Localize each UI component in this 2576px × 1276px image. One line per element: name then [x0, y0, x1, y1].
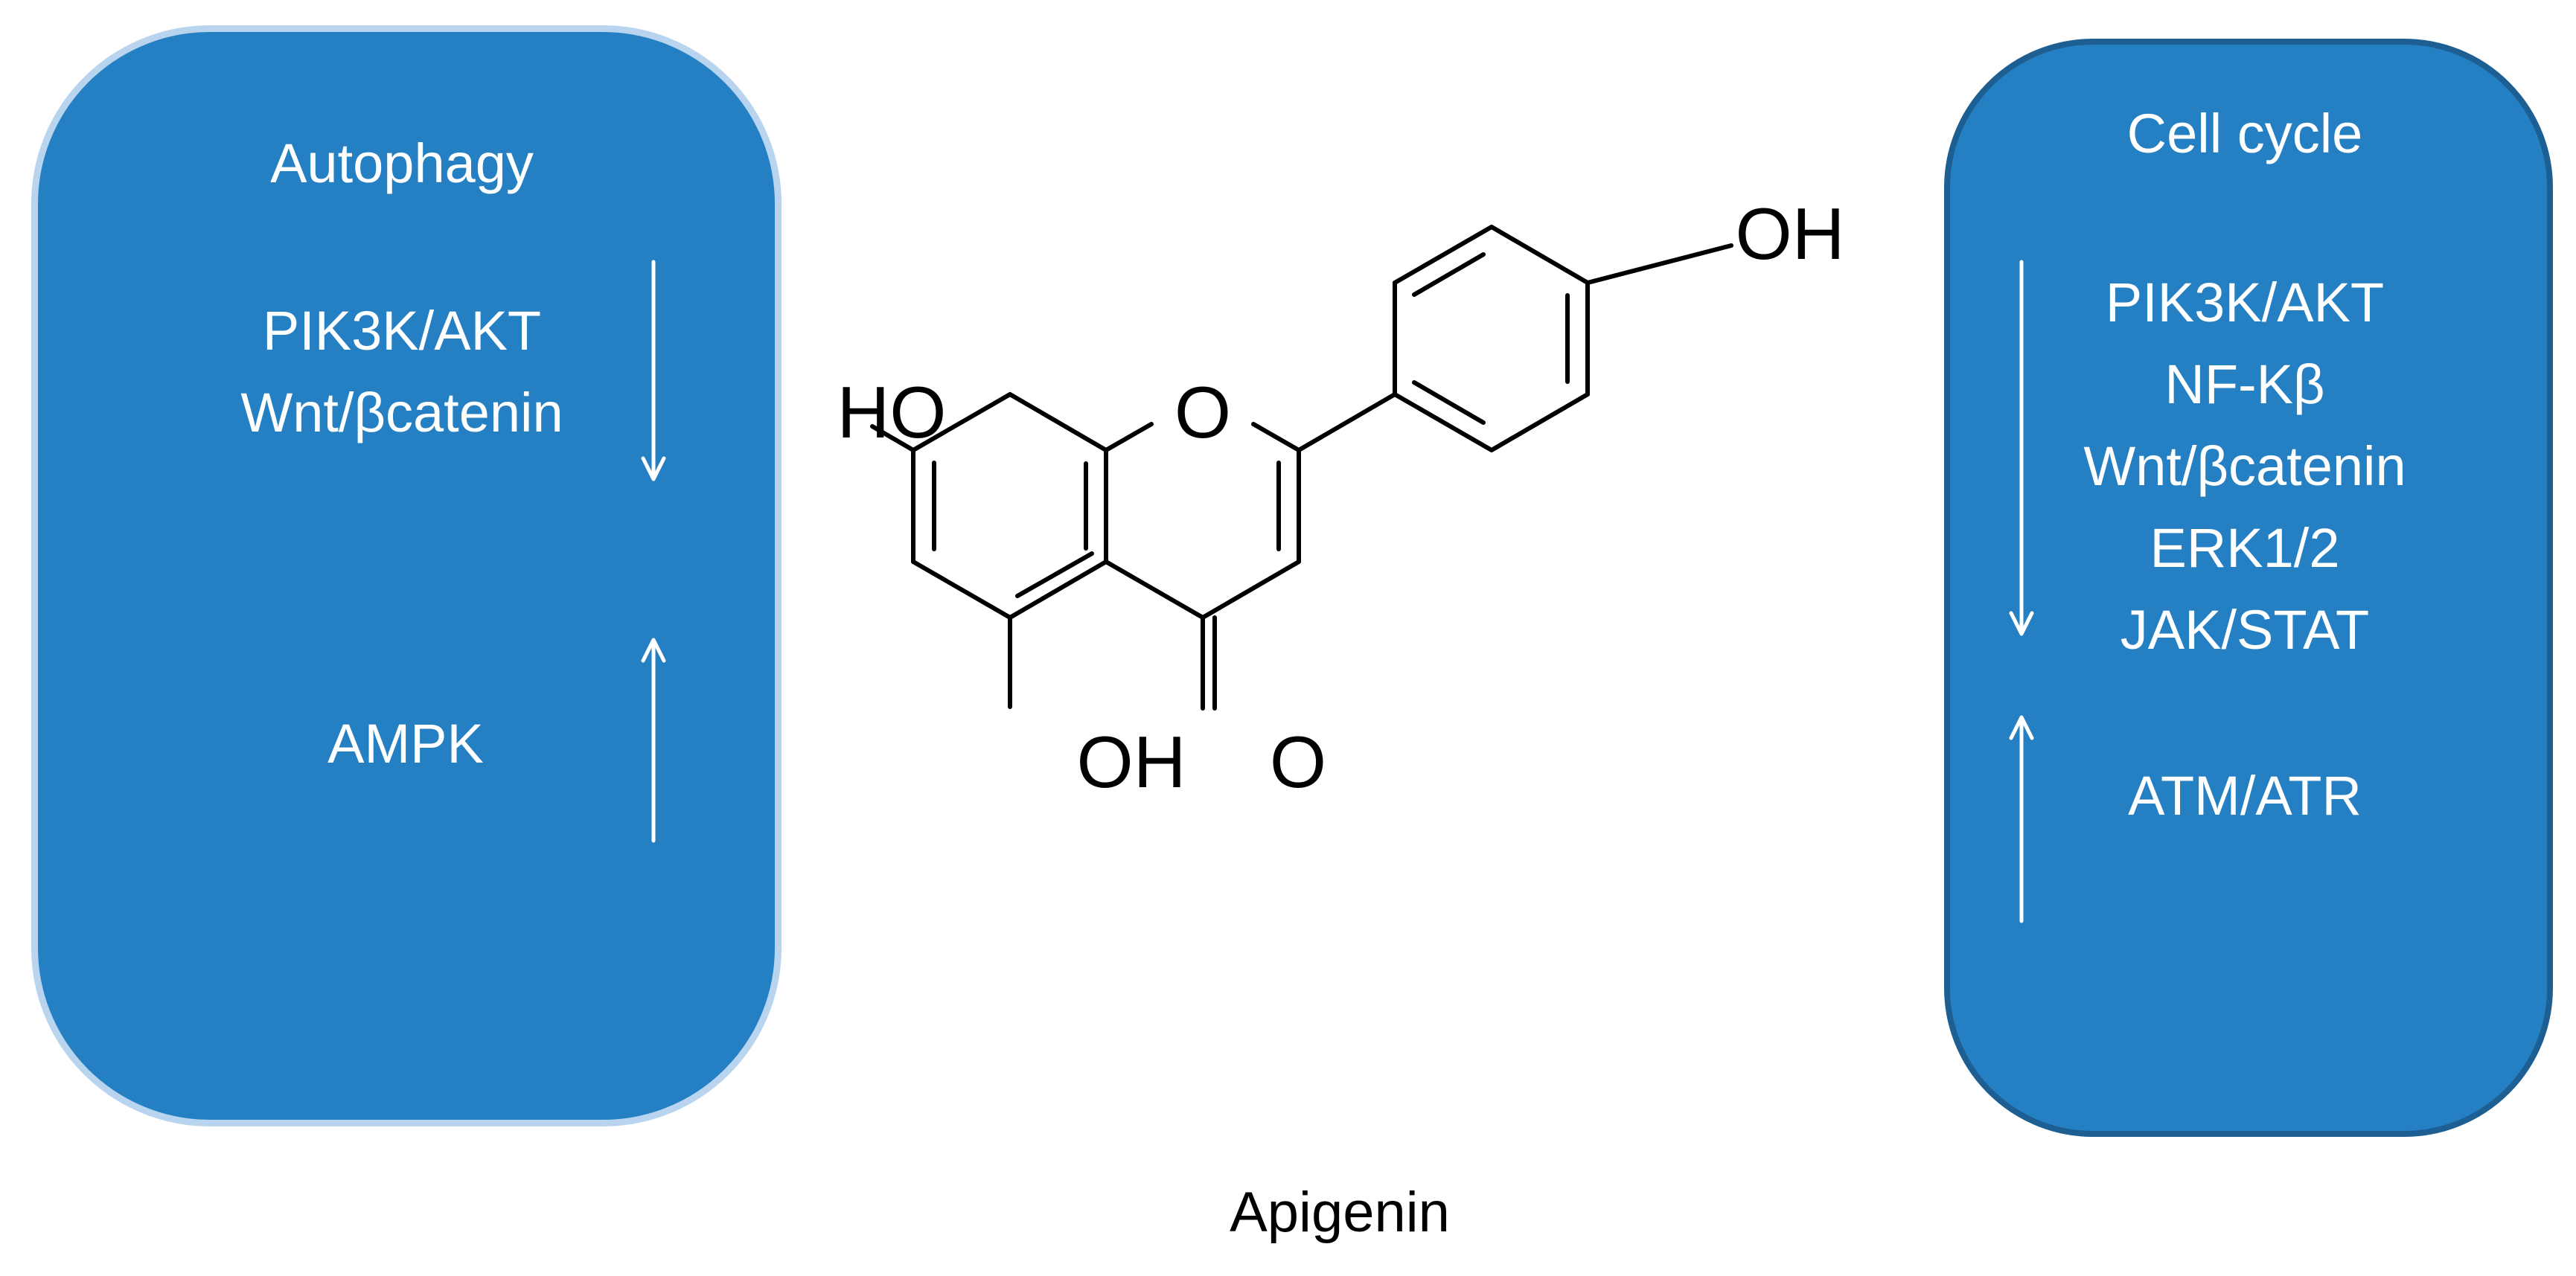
hydroxyl-label: HO	[837, 371, 947, 453]
autophagy-down-arrow-icon	[641, 260, 666, 481]
cell-cycle-down-item: ERK1/2	[2150, 517, 2340, 579]
cell-cycle-title: Cell cycle	[2126, 103, 2363, 164]
cell-cycle-down-item: PIK3K/AKT	[2105, 272, 2385, 333]
compound-name: Apigenin	[1230, 1181, 1450, 1244]
cell-cycle-down-item: JAK/STAT	[2120, 599, 2370, 661]
autophagy-title: Autophagy	[270, 132, 534, 194]
cell-cycle-down-arrow-icon	[2009, 260, 2034, 636]
autophagy-down-list: PIK3K/AKT Wnt/βcatenin	[149, 290, 655, 454]
autophagy-panel	[31, 25, 782, 1126]
ring-oxygen-label: O	[1174, 371, 1231, 453]
cell-cycle-panel	[1944, 39, 2553, 1137]
hydroxyl-label: OH	[1736, 193, 1845, 275]
autophagy-down-item: PIK3K/AKT	[262, 300, 542, 362]
substituent-bonds	[870, 392, 1397, 711]
cell-cycle-down-item: Wnt/βcatenin	[2083, 435, 2406, 497]
carbonyl-oxygen-label: O	[1270, 721, 1326, 803]
ring-b-bonds	[1393, 225, 1733, 452]
ring-c-bonds	[1104, 422, 1301, 620]
hydroxyl-label: OH	[1077, 721, 1186, 803]
cell-cycle-down-list: PIK3K/AKT NF-Kβ Wnt/βcatenin ERK1/2 JAK/…	[1992, 262, 2498, 671]
cell-cycle-down-item: NF-Kβ	[2164, 353, 2325, 415]
autophagy-down-item: Wnt/βcatenin	[240, 382, 563, 443]
cell-cycle-up-item: ATM/ATR	[2128, 765, 2362, 827]
autophagy-up-arrow-icon	[641, 638, 666, 843]
cell-cycle-up-arrow-icon	[2009, 715, 2034, 923]
ring-a-bonds	[911, 392, 1108, 620]
autophagy-up-item: AMPK	[327, 713, 484, 775]
